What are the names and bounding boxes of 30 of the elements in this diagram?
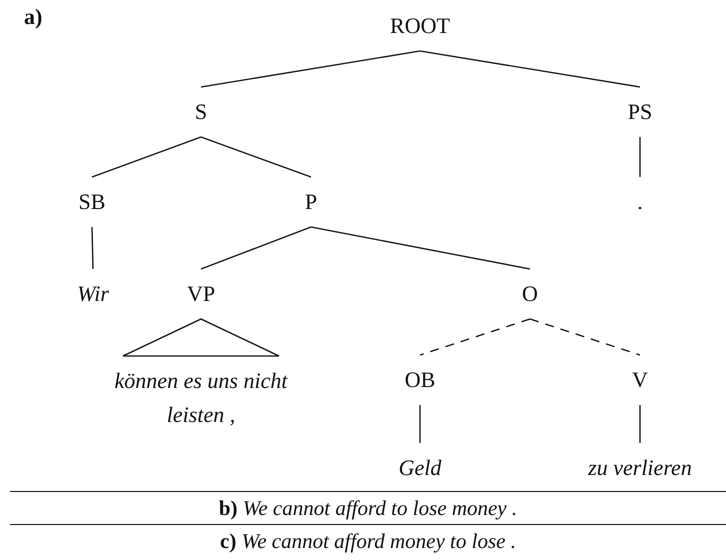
tree-branch-line (91, 226, 94, 270)
tree-branch-line (639, 137, 641, 177)
tree-branch-line (200, 226, 312, 270)
category-label: OB (400, 355, 440, 405)
tree-branch-line (420, 50, 640, 88)
tree-branch-line (92, 136, 202, 178)
category-label: S (190, 87, 212, 137)
tree-branch-line (200, 136, 312, 178)
triangle-connector (122, 318, 280, 357)
tree-branch-line (420, 318, 530, 356)
category-label: ROOT (386, 1, 454, 51)
word-text: Wir (73, 269, 113, 319)
category-label: O (518, 269, 542, 319)
word-text: Geld (394, 443, 446, 493)
tree-branch-line (419, 405, 421, 443)
tree-branch-line (310, 226, 530, 270)
category-label: . (633, 177, 647, 227)
tree-branch-line (200, 50, 420, 88)
category-label: PS (624, 87, 656, 137)
tree-branch-line (530, 318, 640, 356)
category-label: V (628, 355, 652, 405)
word-text: können es uns nicht leisten , (107, 356, 295, 440)
word-text: zu verlieren (584, 443, 696, 493)
category-label: P (300, 177, 322, 227)
category-label: SB (74, 177, 110, 227)
translation-row: b) We cannot afford to lose money . (10, 491, 726, 525)
panel-label: a) (24, 4, 42, 30)
category-label: VP (182, 269, 220, 319)
tree-branch-line (639, 405, 641, 443)
translation-row: c) We cannot afford money to lose . (10, 524, 726, 558)
